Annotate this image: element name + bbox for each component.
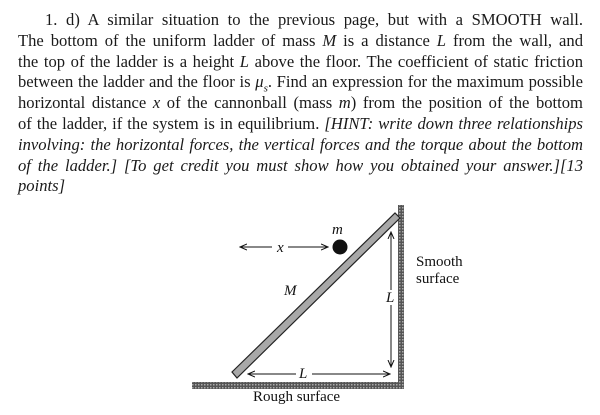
cannonball (332, 239, 348, 255)
problem-line: involving: the horizontal forces, the ve… (18, 135, 583, 156)
problem-text: The bottom of the uniform ladder of mass (18, 30, 323, 50)
problem-line: between the ladder and the floor is μs. … (18, 72, 583, 95)
problem-text: of the ladder.] [To get credit you must … (18, 155, 583, 175)
problem-text: above the floor. The coefficient of stat… (248, 51, 583, 71)
floor-label: Rough surface (253, 389, 341, 405)
problem-text: . Find an expression for the maximum pos… (267, 72, 583, 92)
problem-text: L (239, 51, 249, 71)
problem-statement: 1. d) A similar situation to the previou… (18, 10, 583, 197)
problem-text: M (322, 30, 337, 50)
problem-text: x (152, 93, 161, 113)
wall-label-line1: Smooth (416, 254, 463, 270)
height-label: L (386, 290, 395, 306)
problem-line: horizontal distance x of the cannonball … (18, 93, 583, 114)
problem-text: points] (18, 176, 66, 196)
problem-text: 1. d) A similar situation to the previou… (45, 10, 583, 29)
rough-floor (192, 382, 404, 389)
problem-text: of the ladder, if the system is in equil… (18, 113, 325, 133)
problem-text: is a distance (336, 30, 437, 50)
problem-text: [HINT: write down three relationships (324, 113, 583, 133)
base-length-label: L (299, 366, 308, 382)
problem-text: horizontal distance (18, 93, 153, 113)
problem-line: of the ladder.] [To get credit you must … (18, 156, 583, 177)
problem-text: m (338, 93, 351, 113)
problem-line: the top of the ladder is a height L abov… (18, 52, 583, 73)
ladder (231, 212, 401, 379)
problem-text: involving: the horizontal forces, the ve… (18, 134, 583, 154)
problem-text: s (263, 82, 268, 95)
ladder-mass-label: M (284, 283, 297, 299)
ball-mass-label: m (332, 222, 343, 238)
problem-text: between the ladder and the floor is (18, 72, 256, 92)
problem-text: the top of the ladder is a height (18, 51, 240, 71)
smooth-wall (398, 205, 404, 389)
problem-line: The bottom of the uniform ladder of mass… (18, 31, 583, 52)
problem-line: 1. d) A similar situation to the previou… (18, 10, 583, 31)
problem-line: of the ladder, if the system is in equil… (18, 114, 583, 135)
wall-label-line2: surface (416, 271, 460, 287)
distance-x-label: x (277, 240, 284, 256)
problem-text: from the wall, and (446, 30, 583, 50)
problem-line: points] (18, 176, 583, 197)
problem-text: L (436, 30, 447, 50)
problem-text: ) from the position of the bottom (350, 93, 583, 113)
problem-text: μ (255, 72, 264, 92)
problem-text: of the cannonball (mass (160, 93, 339, 113)
